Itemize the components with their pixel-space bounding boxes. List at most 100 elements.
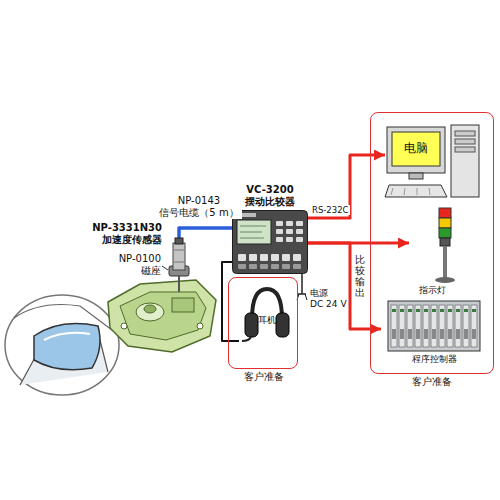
line-shape — [391, 188, 393, 195]
rect-shape — [409, 173, 423, 179]
rect-shape — [432, 329, 436, 339]
plc: 程序控制器 — [381, 299, 487, 367]
lamp-label: 指示灯 — [399, 285, 465, 296]
rect-shape — [172, 298, 194, 312]
text-line: NP-3331N30 — [92, 222, 162, 233]
rect-shape — [286, 229, 293, 234]
cable-label: NP-0143 信号电缆（5 m） — [156, 195, 242, 219]
ellipse-shape — [144, 305, 156, 313]
rect-shape — [447, 305, 453, 347]
circle-shape — [121, 323, 127, 329]
line-shape — [240, 232, 262, 233]
customer-region: 客户准备耳机 — [228, 277, 298, 369]
text-line: 信号电缆（5 m） — [159, 207, 238, 218]
rect-shape — [431, 305, 437, 347]
computer: 电脑 — [385, 125, 481, 203]
text-line: 加速度传感器 — [102, 234, 162, 245]
path-shape — [120, 292, 206, 340]
rect-shape — [173, 243, 185, 270]
rect-shape — [464, 309, 468, 312]
text-line: VC-3200 — [246, 184, 293, 195]
rect-shape — [249, 254, 257, 261]
circle-shape — [197, 323, 203, 329]
rect-shape — [455, 305, 461, 347]
rect-shape — [407, 305, 413, 347]
rect-shape — [237, 220, 271, 244]
rect-shape — [296, 237, 303, 242]
path-shape — [108, 280, 216, 352]
rect-shape — [416, 309, 420, 312]
rect-shape — [400, 309, 404, 312]
signal-cable — [179, 228, 232, 238]
rect-shape — [286, 221, 293, 226]
text-line: DC 24 V — [310, 299, 347, 309]
rect-shape — [448, 329, 452, 339]
rect-shape — [276, 313, 289, 337]
rect-shape — [391, 305, 397, 347]
rect-shape — [238, 264, 246, 269]
part-label: NP-0100 磁座 — [92, 253, 162, 277]
rect-shape — [399, 305, 405, 347]
rect-shape — [416, 329, 420, 339]
rect-shape — [271, 254, 279, 261]
signal-lamp-drawing — [409, 206, 481, 298]
rect-shape — [440, 309, 444, 312]
rect-shape — [175, 238, 183, 244]
line-shape — [178, 276, 180, 292]
rect-shape — [440, 238, 450, 246]
rect-shape — [392, 309, 396, 312]
comparator-unit: VC-3200 摆动比较器 — [232, 210, 308, 274]
line-shape — [305, 294, 307, 300]
rect-shape — [455, 131, 475, 136]
rect-shape — [276, 237, 283, 242]
rect-shape — [260, 264, 268, 269]
rect-shape — [233, 211, 308, 274]
region-caption: 客户准备 — [219, 371, 309, 383]
rect-shape — [439, 305, 445, 347]
line-shape — [429, 188, 430, 195]
customer-region: 客户准备电脑指示灯程序控制器 — [370, 112, 494, 374]
rect-shape — [440, 329, 444, 339]
headphone-label: 耳机 — [239, 315, 295, 326]
rect-shape — [249, 264, 257, 269]
rect-shape — [415, 305, 421, 347]
rect-shape — [432, 309, 436, 312]
rect-shape — [472, 329, 476, 339]
headphones: 耳机 — [239, 285, 295, 349]
rect-shape — [296, 221, 303, 226]
rect-shape — [408, 329, 412, 339]
line-shape — [174, 250, 184, 251]
rect-shape — [463, 305, 469, 347]
line-shape — [240, 226, 266, 227]
ellipse-shape — [5, 295, 119, 395]
rect-shape — [455, 139, 475, 144]
ellipse-shape — [136, 303, 164, 321]
rect-shape — [439, 208, 451, 218]
signal-lamp: 指示灯 — [409, 206, 481, 298]
rect-shape — [293, 254, 301, 261]
path-shape — [242, 337, 251, 341]
line-shape — [240, 238, 264, 239]
rect-shape — [296, 229, 303, 234]
rect-shape — [293, 264, 301, 269]
line-shape — [404, 188, 405, 195]
rect-shape — [282, 264, 290, 269]
rect-shape — [276, 229, 283, 234]
rect-shape — [456, 309, 460, 312]
region-caption: 客户准备 — [371, 376, 493, 388]
mirror-inset — [5, 295, 122, 395]
rect-shape — [388, 301, 480, 351]
leader-line — [162, 266, 168, 270]
rect-shape — [260, 254, 268, 261]
accelerometer-drawing — [168, 238, 190, 270]
rect-shape — [392, 132, 440, 166]
rect-shape — [408, 309, 412, 312]
rect-shape — [448, 309, 452, 312]
polygon-shape — [385, 185, 447, 197]
rect-shape — [392, 329, 396, 339]
line-shape — [417, 188, 418, 195]
rect-shape — [271, 264, 279, 269]
computer-label: 电脑 — [392, 141, 440, 155]
rect-shape — [456, 329, 460, 339]
